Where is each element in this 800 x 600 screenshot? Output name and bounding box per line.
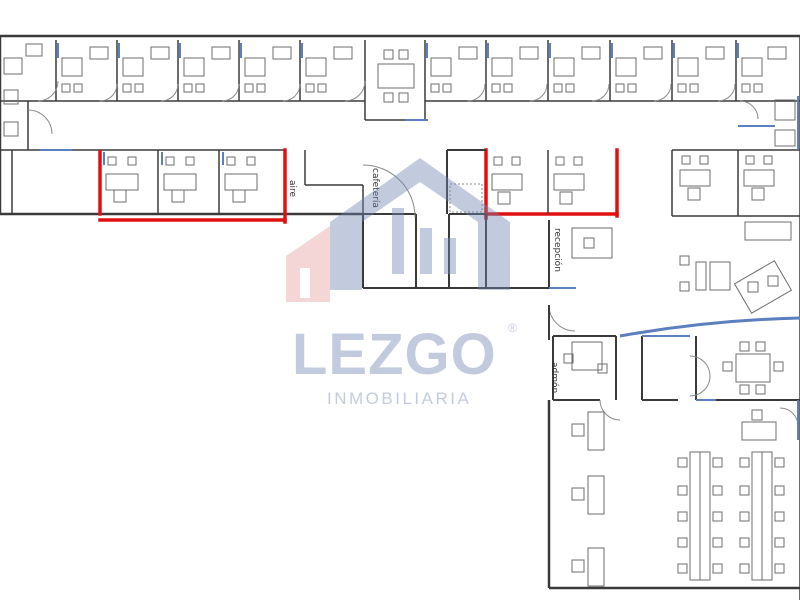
lounge-furniture [679, 255, 793, 314]
cafeteria-core [362, 149, 550, 289]
middle-left-furniture [105, 156, 258, 203]
curved-glass-wall [619, 316, 800, 338]
open-plan-furniture [571, 407, 799, 587]
house-logo [286, 158, 510, 302]
watermark-registered: ® [508, 321, 517, 335]
watermark-subtitle: INMOBILIARIA [327, 389, 471, 408]
top-row-door-swings [27, 80, 759, 135]
admin-office [552, 335, 800, 401]
admin-office-furniture [563, 341, 711, 421]
lezgo-watermark: LEZGO ® INMOBILIARIA [286, 158, 517, 408]
label-cafeteria: cafetería [370, 168, 380, 208]
cafeteria-counter [449, 183, 483, 213]
label-recepcion: recepción [552, 228, 563, 272]
label-aire: aire [287, 180, 297, 198]
workstation-cluster-right [739, 451, 785, 581]
middle-right-furniture [491, 150, 585, 214]
top-row-partitions [57, 43, 775, 127]
workstation-cluster-left [677, 451, 723, 581]
top-row-furniture [3, 43, 796, 147]
outer-walls [0, 34, 800, 590]
highlighted-walls [98, 148, 619, 224]
top-cubicle-row [0, 40, 800, 150]
right-rooms [671, 36, 800, 600]
label-admon: admón [549, 362, 560, 393]
right-room-furniture [679, 155, 792, 241]
admin-office-partitions [642, 335, 716, 401]
reception-area [548, 227, 613, 340]
middle-left-block [0, 149, 364, 214]
middle-left-partitions [40, 149, 224, 165]
meeting-room-furniture [722, 341, 784, 395]
cafeteria-door-swing [362, 164, 416, 218]
watermark-brand: LEZGO [292, 322, 497, 387]
